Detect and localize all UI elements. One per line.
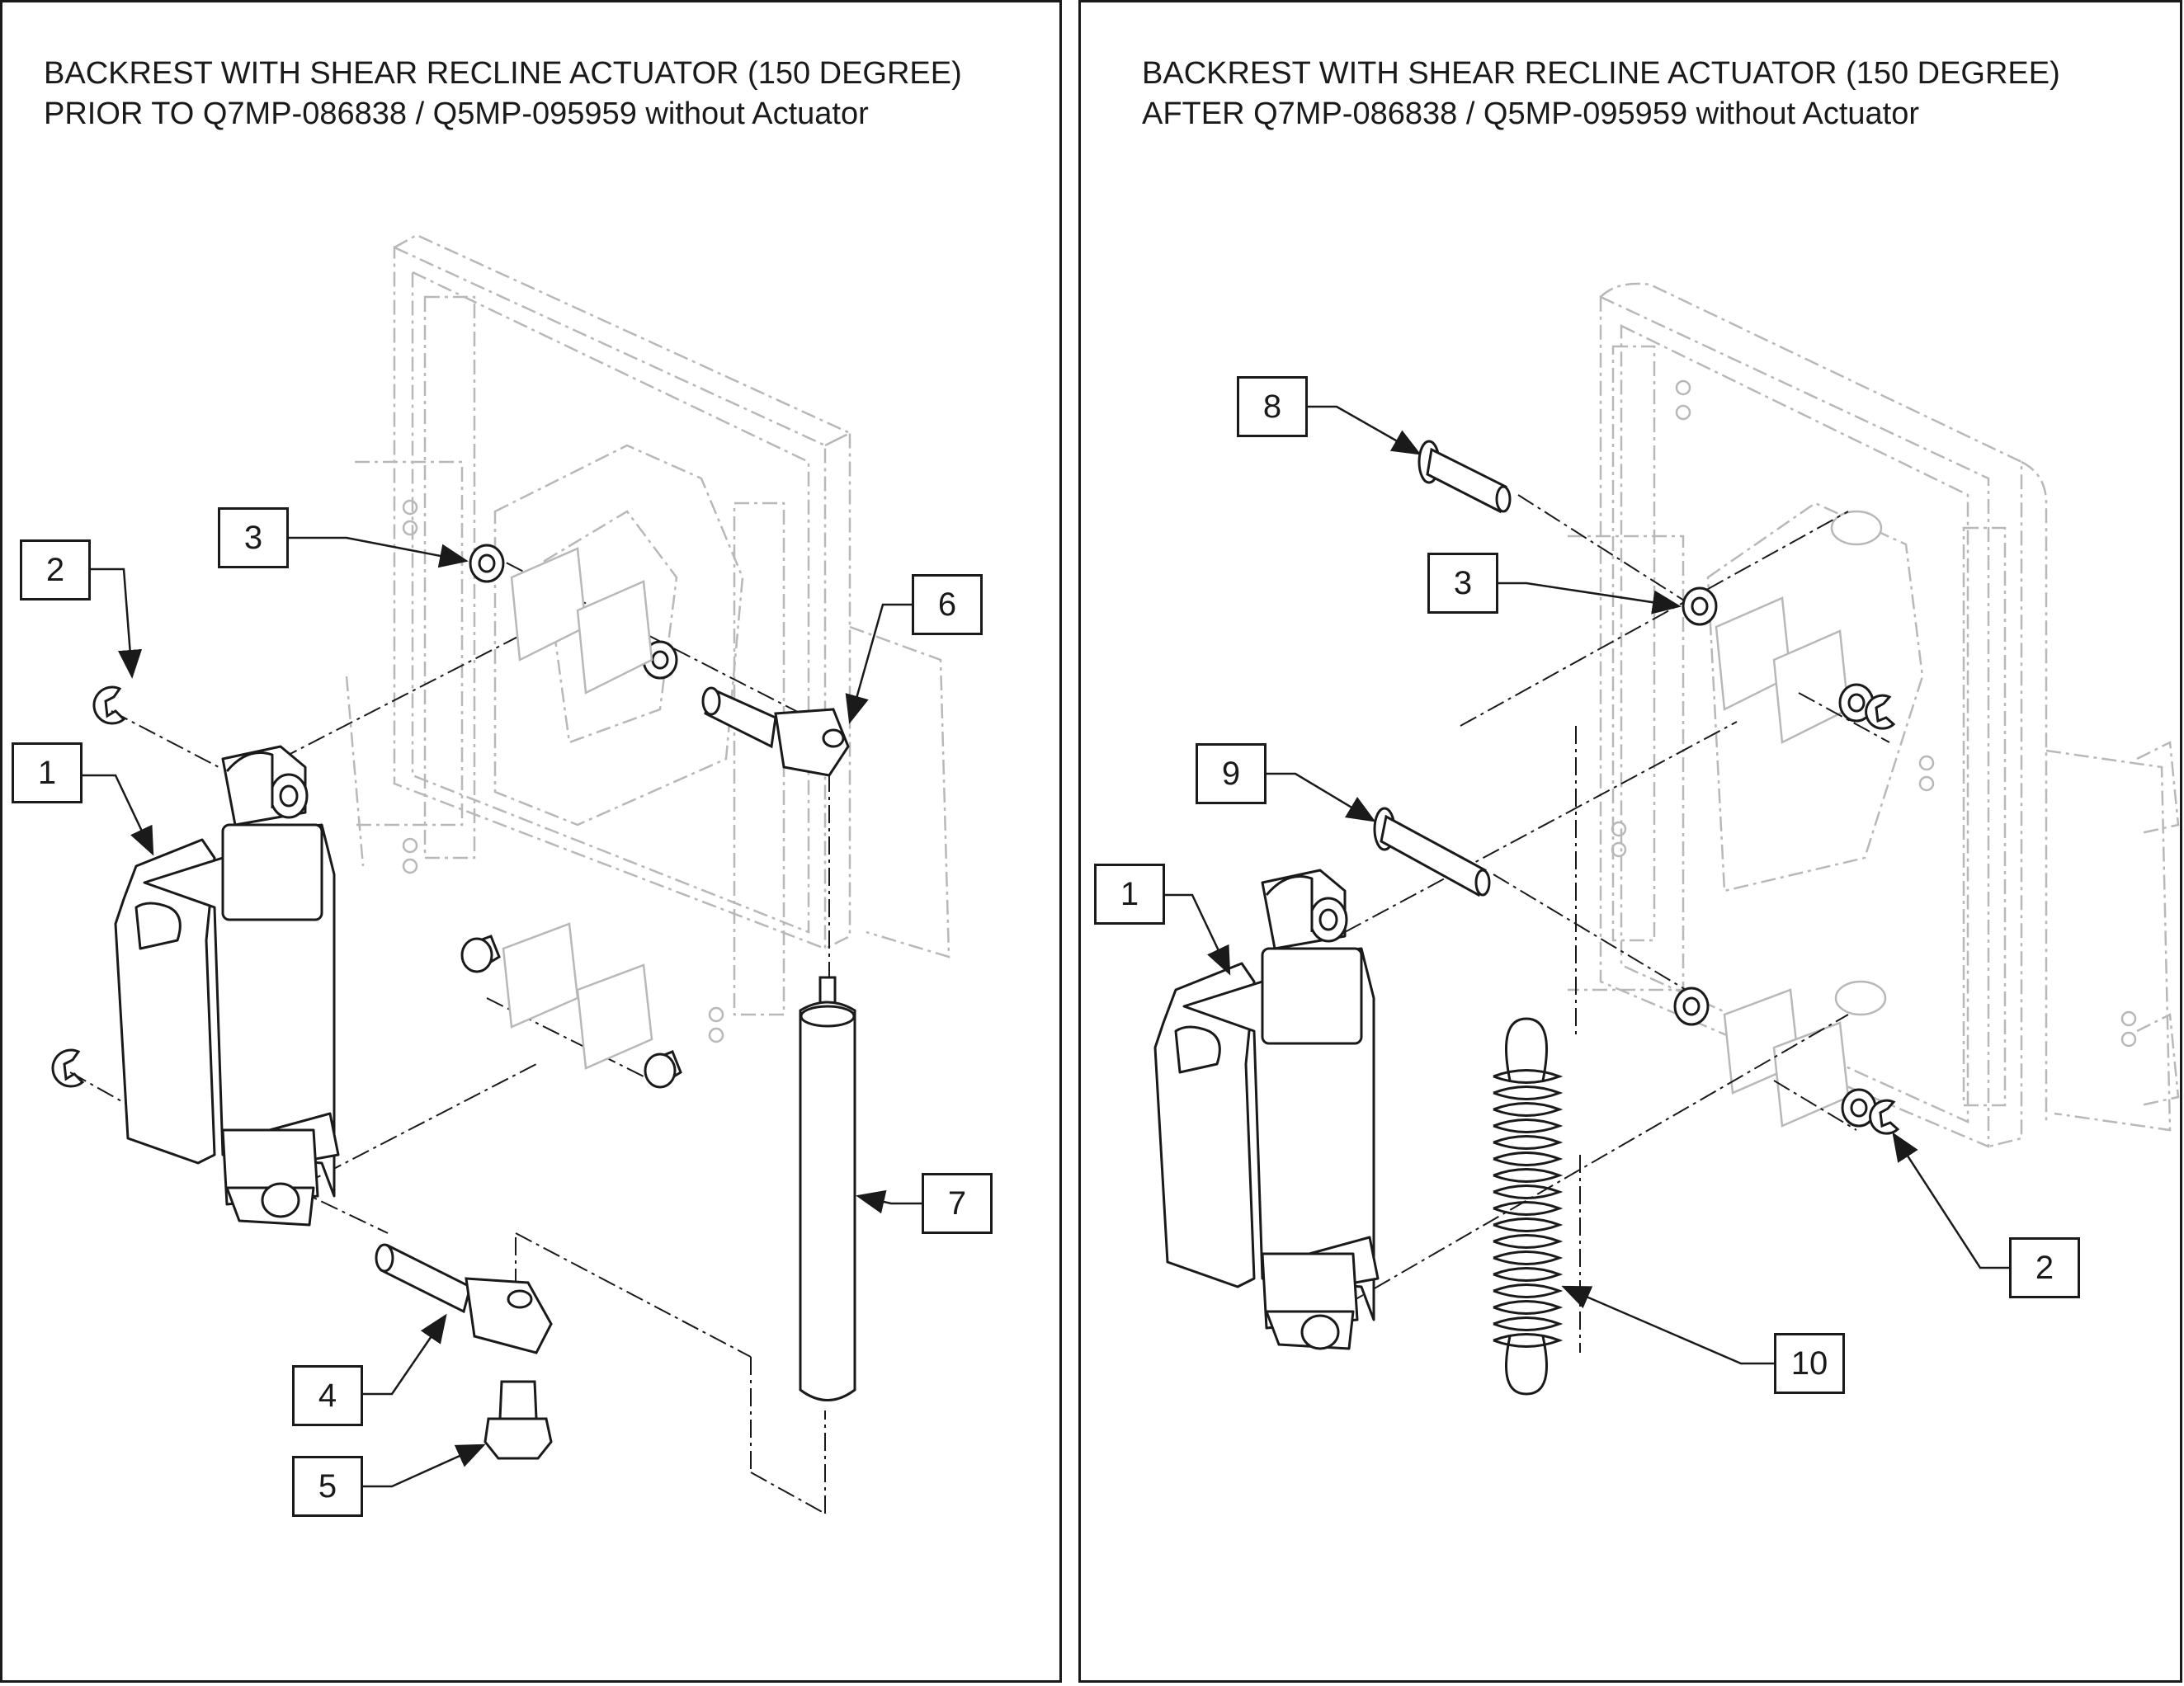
left-lower-pin — [375, 1243, 553, 1354]
callout-right-9: 9 — [1196, 743, 1267, 804]
left-actuator-motor — [114, 745, 340, 1227]
callout-left-5: 5 — [292, 1456, 363, 1517]
callout-left-1: 1 — [12, 742, 83, 803]
callout-right-10: 10 — [1774, 1333, 1845, 1394]
right-leader-lines — [1165, 405, 2009, 1365]
right-flange-washers — [1673, 586, 1877, 1128]
right-diagram-panel: BACKREST WITH SHEAR RECLINE ACTUATOR (15… — [1078, 0, 2182, 1683]
callout-left-7: 7 — [922, 1173, 993, 1234]
left-flange-washers — [460, 544, 682, 1089]
callout-left-2: 2 — [20, 539, 91, 600]
left-clevis-pin — [701, 686, 850, 777]
left-hex-nut — [483, 1380, 553, 1460]
left-gas-spring — [799, 976, 856, 1401]
right-title-line2: AFTER Q7MP-086838 / Q5MP-095959 without … — [1142, 97, 1920, 131]
left-backrest-frame-ghost — [345, 233, 950, 1016]
right-frame-bolts — [1611, 379, 2137, 1048]
left-frame-bolts — [402, 499, 724, 1043]
callout-right-3: 3 — [1427, 553, 1498, 614]
callout-left-4: 4 — [292, 1365, 363, 1426]
right-extension-spring — [1493, 1017, 1564, 1396]
left-panel-title: BACKREST WITH SHEAR RECLINE ACTUATOR (15… — [44, 54, 962, 134]
callout-left-6: 6 — [912, 574, 983, 635]
right-panel-title: BACKREST WITH SHEAR RECLINE ACTUATOR (15… — [1142, 54, 2060, 134]
callout-right-1: 1 — [1094, 864, 1165, 925]
left-title-line2: PRIOR TO Q7MP-086838 / Q5MP-095959 witho… — [44, 97, 869, 131]
left-leader-lines — [83, 536, 922, 1488]
left-e-clip — [51, 685, 126, 1088]
right-middle-pin — [1373, 807, 1491, 897]
right-actuator-motor — [1153, 869, 1380, 1350]
callout-left-3: 3 — [218, 507, 289, 568]
right-e-clip — [1865, 694, 1900, 1135]
right-backrest-frame-ghost — [1568, 282, 2180, 1148]
right-assembly-lines — [1319, 494, 1890, 1353]
left-title-line1: BACKREST WITH SHEAR RECLINE ACTUATOR (15… — [44, 56, 962, 91]
left-pivot-brackets — [502, 547, 653, 1070]
right-pivot-brackets — [1715, 510, 1887, 1128]
callout-right-2: 2 — [2009, 1237, 2080, 1298]
right-title-line1: BACKREST WITH SHEAR RECLINE ACTUATOR (15… — [1142, 56, 2060, 91]
right-upper-pin — [1417, 440, 1512, 514]
callout-right-8: 8 — [1237, 376, 1308, 437]
